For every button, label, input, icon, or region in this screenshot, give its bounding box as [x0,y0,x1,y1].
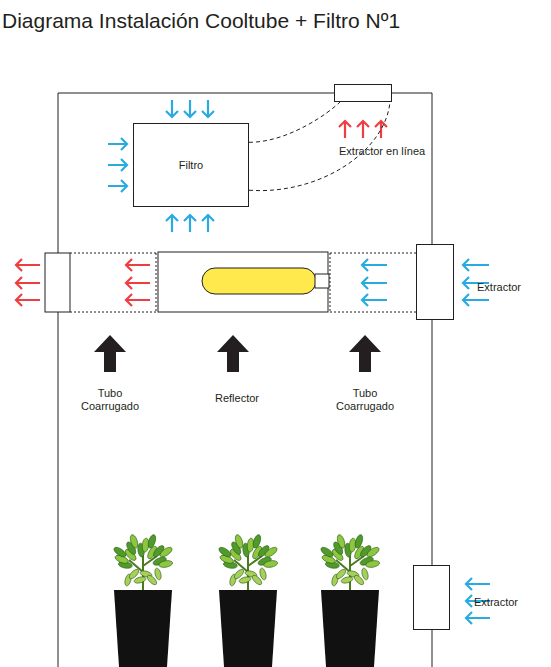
direction-arrow [94,335,126,372]
airflow-arrow [357,121,369,138]
cooltube-reflector [158,252,328,312]
plant-pot [321,590,379,667]
direction-arrow [217,335,249,372]
tent-outline [58,93,59,667]
airflow-arrow [16,294,40,306]
node-label: Extractor en línea [339,145,425,158]
airflow-arrow [108,159,127,171]
airflow-arrow [126,277,150,289]
airflow-arrow [126,294,150,306]
plants [112,534,380,667]
airflow-arrows [16,100,490,624]
lamp-bulb [202,268,316,294]
part-label: Tubo Coarrugado [330,387,400,413]
node-label: Extractor [474,596,518,609]
part-label: Reflector [202,392,272,405]
part-label: Tubo Coarrugado [75,387,145,413]
direction-arrow [349,335,381,372]
airflow-arrow [463,259,489,271]
airflow-arrow [108,138,127,150]
node-label: Extractor [477,281,521,294]
airflow-arrow [166,100,178,117]
airflow-arrow [466,578,490,590]
lamp-socket [315,274,329,288]
plant-leaf [340,576,353,585]
plant-leaf [259,567,268,580]
plant-leaf [361,567,370,580]
plant-leaf [158,545,173,558]
node-label: Filtro [179,159,203,172]
airflow-arrow [375,121,387,138]
airflow-arrow [466,612,490,624]
plant-leaf [365,545,380,558]
airflow-arrow [202,100,214,117]
corrugated-tube [330,253,416,312]
airflow-arrow [184,215,196,232]
plant-leaf [133,576,146,585]
tent-outline [58,93,432,667]
plant-pot [114,590,172,667]
airflow-arrow [362,277,387,289]
filter-box: Filtro [133,123,249,207]
plant-leaf [263,545,278,558]
airflow-arrow [126,259,150,271]
airflow-arrow [16,277,40,289]
airflow-arrow [362,294,387,306]
extractor-box: Extractor [416,244,454,320]
exhaust-port [45,253,70,312]
airflow-arrow [362,259,387,271]
airflow-arrow [108,180,127,192]
extractor-box: Extractor [413,565,450,630]
plant-leaf [365,560,380,569]
airflow-arrow [339,121,351,138]
airflow-arrow [166,215,178,232]
inline-extractor: Extractor en línea [334,84,392,102]
airflow-arrow [202,215,214,232]
plant-leaf [158,560,173,569]
diagram-title: Diagrama Instalación Cooltube + Filtro N… [2,8,400,34]
plant-pot [219,590,277,667]
plant-leaf [154,567,163,580]
airflow-arrow [16,259,40,271]
airflow-arrow [463,294,489,306]
plant-leaf [263,560,278,569]
corrugated-tube [70,253,156,312]
airflow-arrow [184,100,196,117]
plant-leaf [238,576,251,585]
